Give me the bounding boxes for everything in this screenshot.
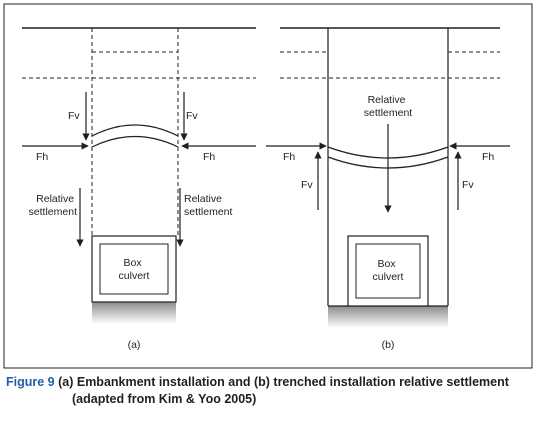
fv-label-left: Fv [301, 179, 313, 191]
fv-label-left: Fv [68, 110, 80, 122]
box-culvert-label: Box culvert [119, 257, 150, 282]
box-culvert-shadow [92, 302, 176, 324]
panel-b: Relative settlement Fh Fh Fv Fv Box culv… [266, 27, 510, 351]
panel-label-b: (b) [382, 339, 395, 351]
fh-label-left: Fh [283, 151, 295, 163]
settlement-curve [91, 135, 179, 148]
relative-settlement-label-right: Relative settlement [184, 193, 233, 218]
caption-line-2: (adapted from Kim & Yoo 2005) [72, 392, 257, 406]
fh-label-left: Fh [36, 151, 48, 163]
fh-label-right: Fh [203, 151, 215, 163]
trench-floor-shadow [328, 306, 448, 328]
relative-settlement-label: Relative settlement [364, 94, 413, 119]
panel-label-a: (a) [128, 339, 141, 351]
box-culvert-inner [99, 243, 169, 295]
relative-settlement-label-left: Relative settlement [29, 193, 78, 218]
fv-label-right: Fv [462, 179, 474, 191]
caption-figure-label: Figure 9 [6, 375, 55, 389]
box-culvert-inner [355, 243, 421, 299]
box-culvert-label: Box culvert [373, 258, 404, 283]
fv-label-right: Fv [186, 110, 198, 122]
figure-border [3, 3, 533, 369]
figure-caption: Figure 9 (a) Embankment installation and… [6, 374, 532, 408]
fh-label-right: Fh [482, 151, 494, 163]
caption-line-1: (a) Embankment installation and (b) tren… [58, 375, 509, 389]
settlement-curve [91, 124, 179, 137]
panel-a: Fv Fv Fh Fh Relative settlement Relative… [22, 27, 256, 351]
